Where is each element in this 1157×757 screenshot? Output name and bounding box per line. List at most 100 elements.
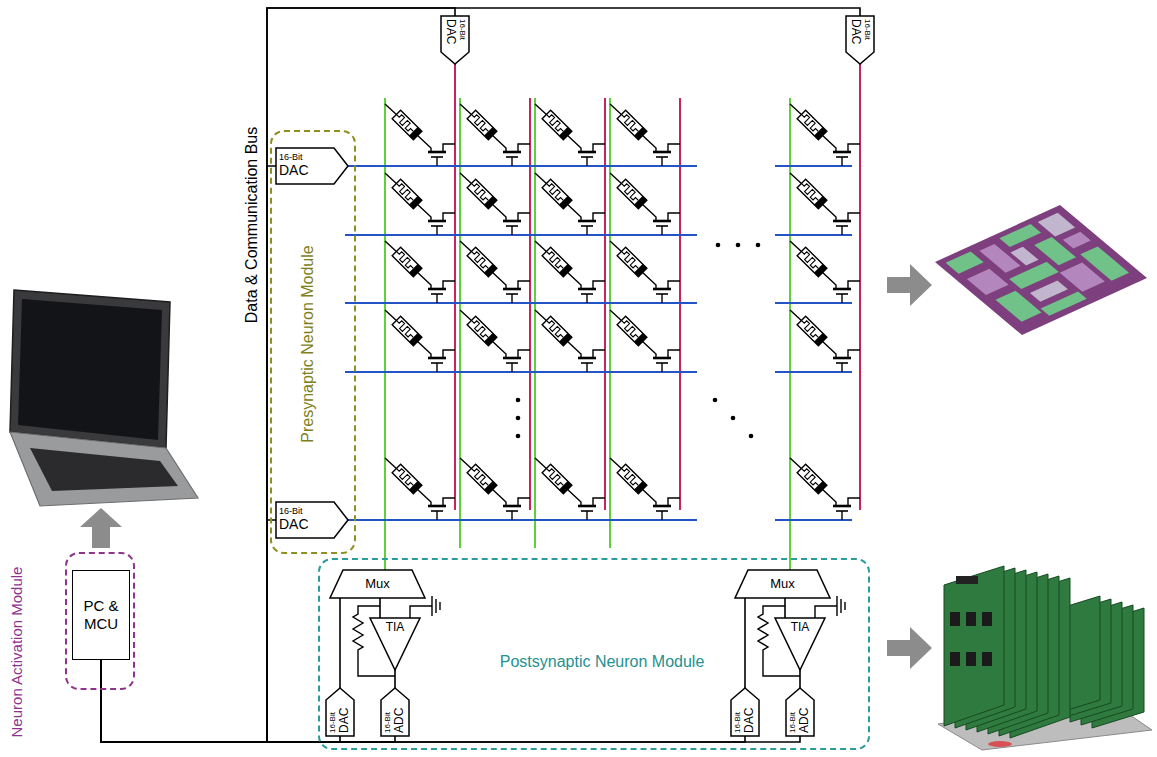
source-line xyxy=(859,64,861,510)
memristor-body xyxy=(542,110,572,140)
amplifier-symbol-shape xyxy=(370,618,420,670)
crossbar-cell xyxy=(535,241,605,303)
signal-wire xyxy=(784,598,786,618)
memristor-body xyxy=(467,247,497,277)
crossbar-cell xyxy=(790,241,860,303)
cell-wire xyxy=(443,281,455,289)
memristor-body xyxy=(542,464,572,494)
symbol-text-holder: 16-BitDAC xyxy=(731,688,759,736)
memristor-pattern xyxy=(469,318,491,340)
converter-label: 16-Bit xyxy=(789,712,798,733)
memristor-body xyxy=(617,316,647,346)
column-line xyxy=(789,98,791,570)
cell-wire xyxy=(436,363,437,372)
cell-wire xyxy=(460,173,471,183)
crossbar-cell xyxy=(610,104,680,166)
cell-wire xyxy=(518,281,530,289)
cell-wire xyxy=(568,205,581,221)
cell-wire xyxy=(493,342,506,358)
memristor-body xyxy=(467,316,497,346)
memristor-symbol xyxy=(542,464,572,494)
memristor-pattern xyxy=(469,466,491,488)
crossbar-cell xyxy=(385,241,455,303)
amplifier-symbol-shape xyxy=(775,618,825,670)
cell-wire xyxy=(643,342,656,358)
memristor-body xyxy=(392,464,422,494)
board-led xyxy=(988,741,1012,747)
memristor-symbol xyxy=(542,316,572,346)
cell-wire xyxy=(823,490,836,506)
memristor-pattern xyxy=(619,466,641,488)
memristor-symbol xyxy=(467,110,497,140)
cell-wire xyxy=(460,458,471,468)
memristor-symbol xyxy=(542,179,572,209)
cell-wire xyxy=(586,294,587,303)
memristor-pattern xyxy=(619,181,641,203)
crossbar-cell xyxy=(460,173,530,235)
converter-label: 16-Bit xyxy=(384,712,393,733)
cell-wire xyxy=(610,310,621,320)
symbol-label: TIA xyxy=(386,621,405,634)
board-component xyxy=(982,652,992,666)
cell-wire xyxy=(661,363,662,372)
converter-label: ADC xyxy=(393,708,406,733)
cell-wire xyxy=(610,173,621,183)
column-line xyxy=(384,98,386,570)
cell-wire xyxy=(535,173,546,183)
cell-wire xyxy=(518,350,530,358)
memristor-pattern xyxy=(544,112,566,134)
memristor-pattern xyxy=(799,466,821,488)
memristor-symbol xyxy=(797,316,827,346)
cell-wire xyxy=(593,281,605,289)
cell-wire xyxy=(418,490,431,506)
converter-label: 16-Bit xyxy=(734,712,743,733)
laptop-base xyxy=(10,432,198,506)
cell-wire xyxy=(586,226,587,235)
cell-wire xyxy=(841,226,842,235)
row-line xyxy=(345,371,697,373)
cell-wire xyxy=(436,157,437,166)
cell-wire xyxy=(460,241,471,251)
mux-symbol: Mux xyxy=(735,570,830,598)
cell-wire xyxy=(586,363,587,372)
chip-photo xyxy=(935,205,1147,335)
converter-symbol: 16-BitDAC xyxy=(276,148,348,184)
signal-wire xyxy=(379,598,381,618)
cell-wire xyxy=(493,490,506,506)
memristor-symbol xyxy=(392,316,422,346)
module-region: Postsynaptic Neuron Module MuxTIA 16-BitDA… xyxy=(318,558,870,750)
cell-wire xyxy=(511,363,512,372)
cell-wire xyxy=(511,294,512,303)
row-line xyxy=(775,165,852,167)
crossbar-cell xyxy=(610,173,680,235)
cell-wire xyxy=(848,281,860,289)
cell-wire xyxy=(823,205,836,221)
memristor-body xyxy=(392,179,422,209)
memristor-symbol xyxy=(797,110,827,140)
cell-wire xyxy=(841,511,842,520)
signal-wire xyxy=(744,598,746,688)
cell-wire xyxy=(418,205,431,221)
symbol-text-holder: 16-BitDAC xyxy=(326,688,354,736)
cell-wire xyxy=(668,281,680,289)
memristor-pattern xyxy=(799,249,821,271)
heading-holder: Neuron Activation Module xyxy=(8,567,25,738)
module-heading: Postsynaptic Neuron Module xyxy=(500,653,705,671)
crossbar-cell xyxy=(790,104,860,166)
module-heading: Neuron Activation Module xyxy=(8,567,25,738)
ellipsis-dot xyxy=(716,243,721,248)
cell-wire xyxy=(493,205,506,221)
bus-label: Data & Communication Bus xyxy=(243,127,261,324)
row-line xyxy=(348,165,697,167)
board-component xyxy=(950,612,960,626)
memristor-body xyxy=(467,110,497,140)
memristor-pattern xyxy=(469,112,491,134)
signal-wire xyxy=(101,8,455,742)
converter-symbol-shape xyxy=(381,688,409,736)
mux-symbol-shape xyxy=(330,570,425,598)
cell-wire xyxy=(643,273,656,289)
cell-wire xyxy=(443,144,455,152)
cell-wire xyxy=(568,273,581,289)
memristor-symbol xyxy=(797,179,827,209)
